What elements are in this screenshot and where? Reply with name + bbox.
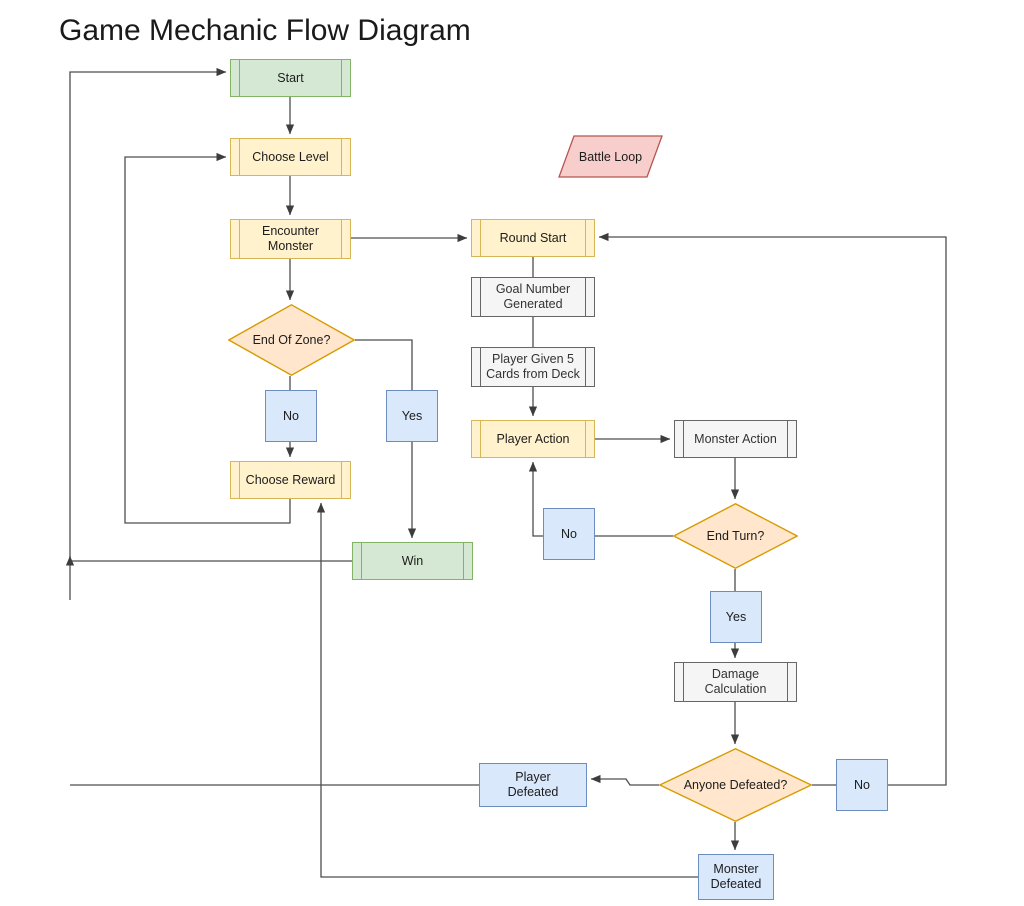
node-defeated-no[interactable]: No [836,759,888,811]
node-battle-loop[interactable]: Battle Loop [558,135,663,178]
node-goal-number-label: Goal Number Generated [495,282,571,311]
node-battle-loop-label: Battle Loop [578,149,643,164]
edge-endofzone-yes [355,339,413,390]
node-monster-defeated[interactable]: Monster Defeated [698,854,774,900]
node-end-turn-label: End Turn? [706,529,765,543]
node-player-action-label: Player Action [496,431,570,446]
node-goal-number[interactable]: Goal Number Generated [471,277,595,317]
node-end-of-zone[interactable]: End Of Zone? [228,304,355,376]
node-zone-yes[interactable]: Yes [386,390,438,442]
node-player-given-cards[interactable]: Player Given 5 Cards from Deck [471,347,595,387]
diamond-shape-icon [673,503,798,569]
node-anyone-defeated[interactable]: Anyone Defeated? [659,748,812,822]
node-turn-yes-label: Yes [725,609,747,624]
node-end-of-zone-label: End Of Zone? [252,333,331,347]
node-choose-level-label: Choose Level [252,149,329,164]
node-start-label: Start [277,70,304,85]
node-turn-yes[interactable]: Yes [710,591,762,643]
node-monster-action[interactable]: Monster Action [674,420,797,458]
node-win-label: Win [401,553,424,568]
node-anyone-defeated-label: Anyone Defeated? [683,778,788,792]
node-round-start[interactable]: Round Start [471,219,595,257]
node-zone-yes-label: Yes [401,408,423,423]
node-player-given-cards-label: Player Given 5 Cards from Deck [486,352,580,381]
parallelogram-shape-icon [558,135,663,178]
node-win[interactable]: Win [352,542,473,580]
node-player-defeated-label: Player Defeated [507,770,559,799]
node-player-action[interactable]: Player Action [471,420,595,458]
page-title: Game Mechanic Flow Diagram [59,14,471,47]
node-round-start-label: Round Start [499,230,567,245]
edge-anyonedefeated-playerdefeated [590,774,659,786]
node-encounter-monster[interactable]: Encounter Monster [230,219,351,259]
node-turn-no[interactable]: No [543,508,595,560]
node-monster-action-label: Monster Action [694,431,777,446]
node-defeated-no-label: No [854,777,870,792]
node-start[interactable]: Start [230,59,351,97]
node-encounter-monster-label: Encounter Monster [262,224,319,253]
node-choose-level[interactable]: Choose Level [230,138,351,176]
node-damage-calculation-label: Damage Calculation [704,667,767,696]
diamond-shape-icon [228,304,355,376]
node-damage-calculation[interactable]: Damage Calculation [674,662,797,702]
edge-no-playeraction [528,461,543,537]
node-zone-no[interactable]: No [265,390,317,442]
diamond-shape-icon [659,748,812,822]
node-zone-no-label: No [283,408,299,423]
node-choose-reward[interactable]: Choose Reward [230,461,351,499]
node-player-defeated[interactable]: Player Defeated [479,763,587,807]
node-monster-defeated-label: Monster Defeated [710,862,762,891]
node-turn-no-label: No [561,526,577,541]
node-choose-reward-label: Choose Reward [245,472,336,487]
node-end-turn[interactable]: End Turn? [673,503,798,569]
